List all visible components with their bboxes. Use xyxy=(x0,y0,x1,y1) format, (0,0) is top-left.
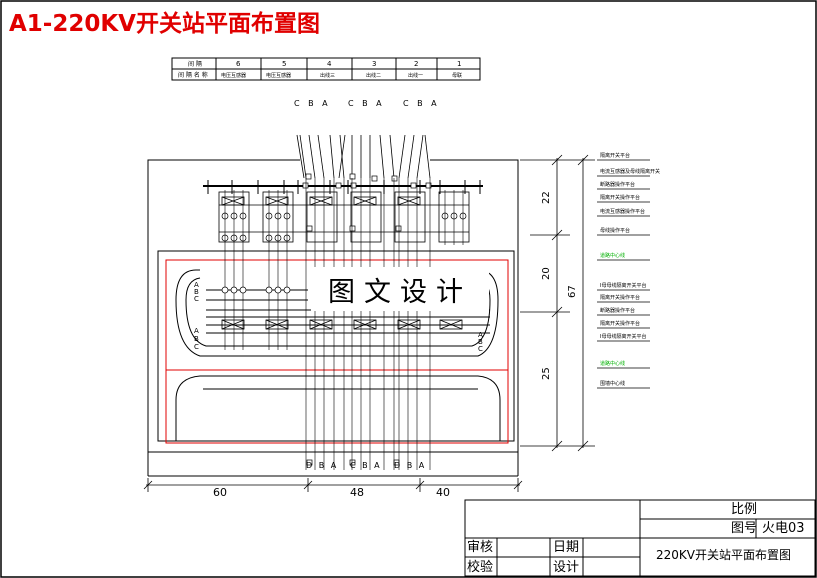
legend-item-3: 隔离开关操作平台 xyxy=(600,194,640,201)
title-block xyxy=(464,499,816,577)
bus-phase-left-top-a: A xyxy=(194,281,199,289)
phase-label-top-3: C B A xyxy=(403,99,440,108)
dim-22: 22 xyxy=(541,191,552,204)
phase-label-top-2: C B A xyxy=(348,99,385,108)
legend-underlines xyxy=(597,159,650,389)
bay-no-6: 6 xyxy=(236,60,241,68)
review-label: 审核 xyxy=(467,540,494,555)
phase-labels-bottom: D B A C B A D B A xyxy=(306,461,426,470)
legend-item-0: 隔离开关平台 xyxy=(600,152,630,159)
bus-phase-left-top-c: C xyxy=(194,295,199,303)
dim-40: 40 xyxy=(436,486,450,499)
horizontal-dimension-text: 60 48 40 xyxy=(213,486,450,499)
legend-item-13: 围墙中心线 xyxy=(600,380,625,387)
bus-phase-right-bottom-b: B xyxy=(478,338,483,346)
legend-item-2: 断路器操作平台 xyxy=(600,181,635,188)
legend-text: 隔离开关平台 电流互感器及母线隔离开关 断路器操作平台 隔离开关操作平台 电流互… xyxy=(600,152,660,387)
bay-table-row1-label: 间 隔 xyxy=(188,60,202,68)
drawing-title: A1-220KV开关站平面布置图 xyxy=(9,11,320,37)
bay-no-4: 4 xyxy=(327,60,332,68)
design-label: 设计 xyxy=(553,560,580,575)
bay-name-4: 出线三 xyxy=(320,72,335,79)
lower-ct-circles xyxy=(221,286,291,294)
phase-label-bottom-1: D B A xyxy=(306,461,338,470)
bay-no-3: 3 xyxy=(372,60,376,68)
dim-60: 60 xyxy=(213,486,227,499)
bay-name-5: 电压互感器 xyxy=(266,72,291,79)
legend-item-7: I母母线隔离开关平台 xyxy=(600,282,646,289)
bay-table-text: 间 隔 间 隔 名 称 6 5 4 3 2 1 电压互感器 电压互感器 出线三 … xyxy=(178,60,462,79)
legend-item-5: 母线操作平台 xyxy=(600,227,630,234)
legend-item-11: I母母线隔离开关平台 xyxy=(600,333,646,340)
lower-breakers xyxy=(221,319,463,330)
legend-item-1: 电流互感器及母线隔离开关 xyxy=(600,168,660,175)
dim-48: 48 xyxy=(350,486,364,499)
vertical-dimension-lines xyxy=(520,154,595,452)
bus-phase-right-bottom-a: A xyxy=(478,331,483,339)
dim-67: 67 xyxy=(567,285,578,298)
legend-item-8: 隔离开关操作平台 xyxy=(600,294,640,301)
watermark: 图文设计 xyxy=(311,267,489,311)
bay-no-2: 2 xyxy=(414,60,418,68)
bus-phase-left-bottom-c: C xyxy=(194,343,199,351)
dim-25: 25 xyxy=(541,367,552,380)
bay-table xyxy=(171,57,481,81)
legend-item-9: 断路器操作平台 xyxy=(600,307,635,314)
phase-label-bottom-2: C B A xyxy=(350,461,382,470)
legend-item-10: 隔离开关操作平台 xyxy=(600,320,640,327)
bay-no-5: 5 xyxy=(282,60,286,68)
legend-item-6: 道路中心线 xyxy=(600,252,625,259)
dim-20: 20 xyxy=(541,267,552,280)
drawing-no: 火电03 xyxy=(762,521,805,536)
legend-item-4: 电流互感器操作平台 xyxy=(600,208,645,215)
bay-table-row2-label: 间 隔 名 称 xyxy=(178,71,208,79)
bus-phase-left-top-b: B xyxy=(194,288,199,296)
horizontal-dimension-lines xyxy=(143,478,523,492)
bay-name-1: 母联 xyxy=(452,72,462,79)
phase-label-top-1: C B A xyxy=(294,99,331,108)
bus-phase-right-bottom-c: C xyxy=(478,345,483,353)
date-label: 日期 xyxy=(553,540,580,555)
check-label: 校验 xyxy=(467,560,494,575)
drawing-name: 220KV开关站平面布置图 xyxy=(656,548,791,562)
bus-phase-left-bottom-a: A xyxy=(194,327,199,335)
bay-name-6: 电压互感器 xyxy=(221,72,246,79)
bay-no-1: 1 xyxy=(457,60,461,68)
scale-label: 比例 xyxy=(731,502,758,517)
incoming-lines xyxy=(296,134,431,179)
terminals xyxy=(302,173,432,466)
vertical-dimension-text: 22 20 25 67 xyxy=(541,191,578,380)
bay-name-3: 出线二 xyxy=(366,72,381,79)
drawing-no-label: 图号 xyxy=(731,521,758,536)
legend-item-12: 道路中心线 xyxy=(600,360,625,367)
bus-phase-left-bottom-b: B xyxy=(194,335,199,343)
fence-line xyxy=(165,259,509,444)
bay-name-2: 出线一 xyxy=(408,72,423,79)
upper-breakers xyxy=(221,196,421,206)
vertical-conductors xyxy=(224,178,464,470)
phase-label-bottom-3: D B A xyxy=(394,461,426,470)
phase-labels-top: C B A C B A C B A xyxy=(294,99,440,108)
station-outline xyxy=(147,159,519,477)
